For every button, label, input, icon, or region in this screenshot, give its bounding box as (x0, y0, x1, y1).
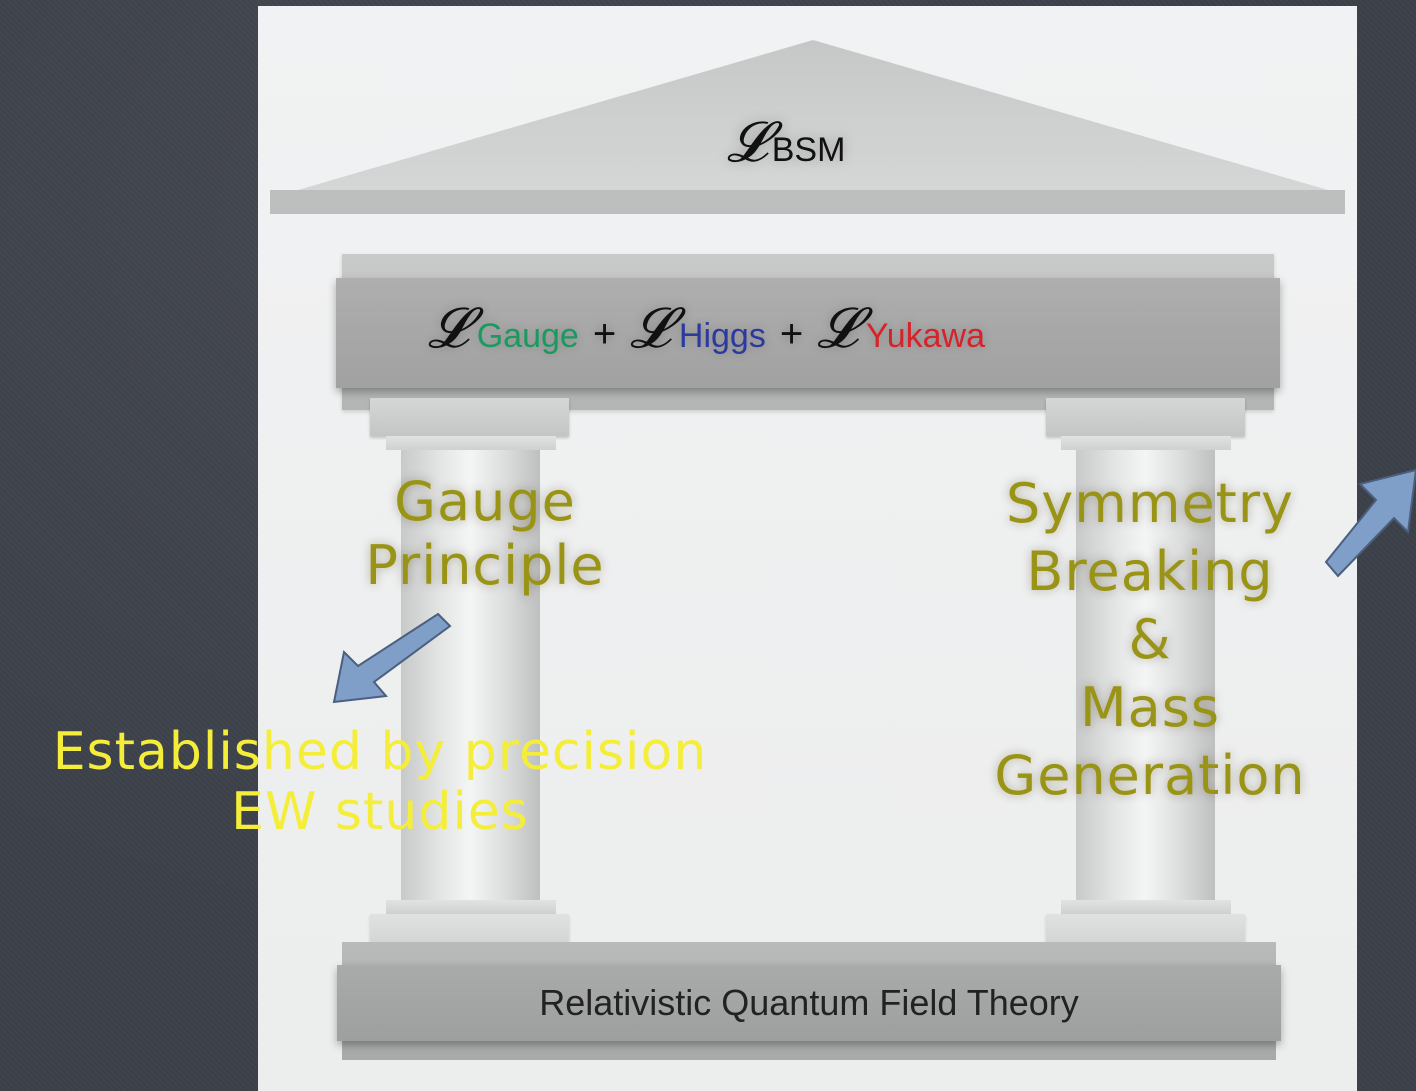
up-right-arrow-icon (1324, 468, 1416, 578)
right-column-shaft (1076, 450, 1215, 902)
left-pillar-label: Gauge Principle (330, 470, 640, 598)
right-pillar-line: Symmetry (1006, 472, 1294, 535)
callout-line: EW studies (231, 782, 529, 842)
plus-operator-1: + (592, 312, 617, 356)
callout-line: Established by precision (52, 722, 708, 782)
gauge-lagrangian-symbol: 𝓛 (428, 296, 469, 361)
standard-model-lagrangian: 𝓛 Gauge + 𝓛 Higgs + 𝓛 Yukawa (428, 296, 985, 376)
right-pillar-line: Breaking (1026, 540, 1274, 603)
right-pillar-label: Symmetry Breaking & Mass Generation (960, 470, 1340, 810)
left-column-capital (370, 398, 569, 436)
left-column-capital-lip (386, 436, 556, 450)
right-pillar-line: Generation (994, 744, 1306, 807)
right-column-base-lip (1061, 900, 1231, 914)
lagrangian-bsm: 𝓛 BSM (727, 110, 845, 190)
foundation-front (337, 965, 1281, 1041)
precision-ew-callout: Established by precision EW studies (0, 722, 760, 842)
left-pillar-line: Principle (365, 534, 605, 597)
higgs-subscript: Higgs (678, 317, 766, 355)
gauge-subscript: Gauge (476, 317, 579, 355)
left-pillar-line: Gauge (394, 470, 576, 533)
yukawa-subscript: Yukawa (865, 317, 985, 355)
lagrangian-symbol: 𝓛 (727, 110, 768, 175)
right-pillar-line: Mass (1080, 676, 1220, 739)
left-column-shaft (401, 450, 540, 902)
down-left-arrow-icon (332, 612, 452, 704)
right-column-capital-lip (1061, 436, 1231, 450)
pediment-triangle (298, 40, 1328, 190)
pediment-roof (270, 40, 1345, 214)
bsm-subscript: BSM (771, 131, 846, 169)
right-pillar-line: & (1128, 608, 1172, 671)
plus-operator-2: + (779, 312, 804, 356)
entablature-front (336, 278, 1280, 388)
pediment-cornice (270, 190, 1345, 214)
left-column-base-lip (386, 900, 556, 914)
right-column-capital (1046, 398, 1245, 436)
higgs-lagrangian-symbol: 𝓛 (630, 296, 671, 361)
yukawa-lagrangian-symbol: 𝓛 (817, 296, 858, 361)
foundation-label: Relativistic Quantum Field Theory (539, 982, 1079, 1023)
